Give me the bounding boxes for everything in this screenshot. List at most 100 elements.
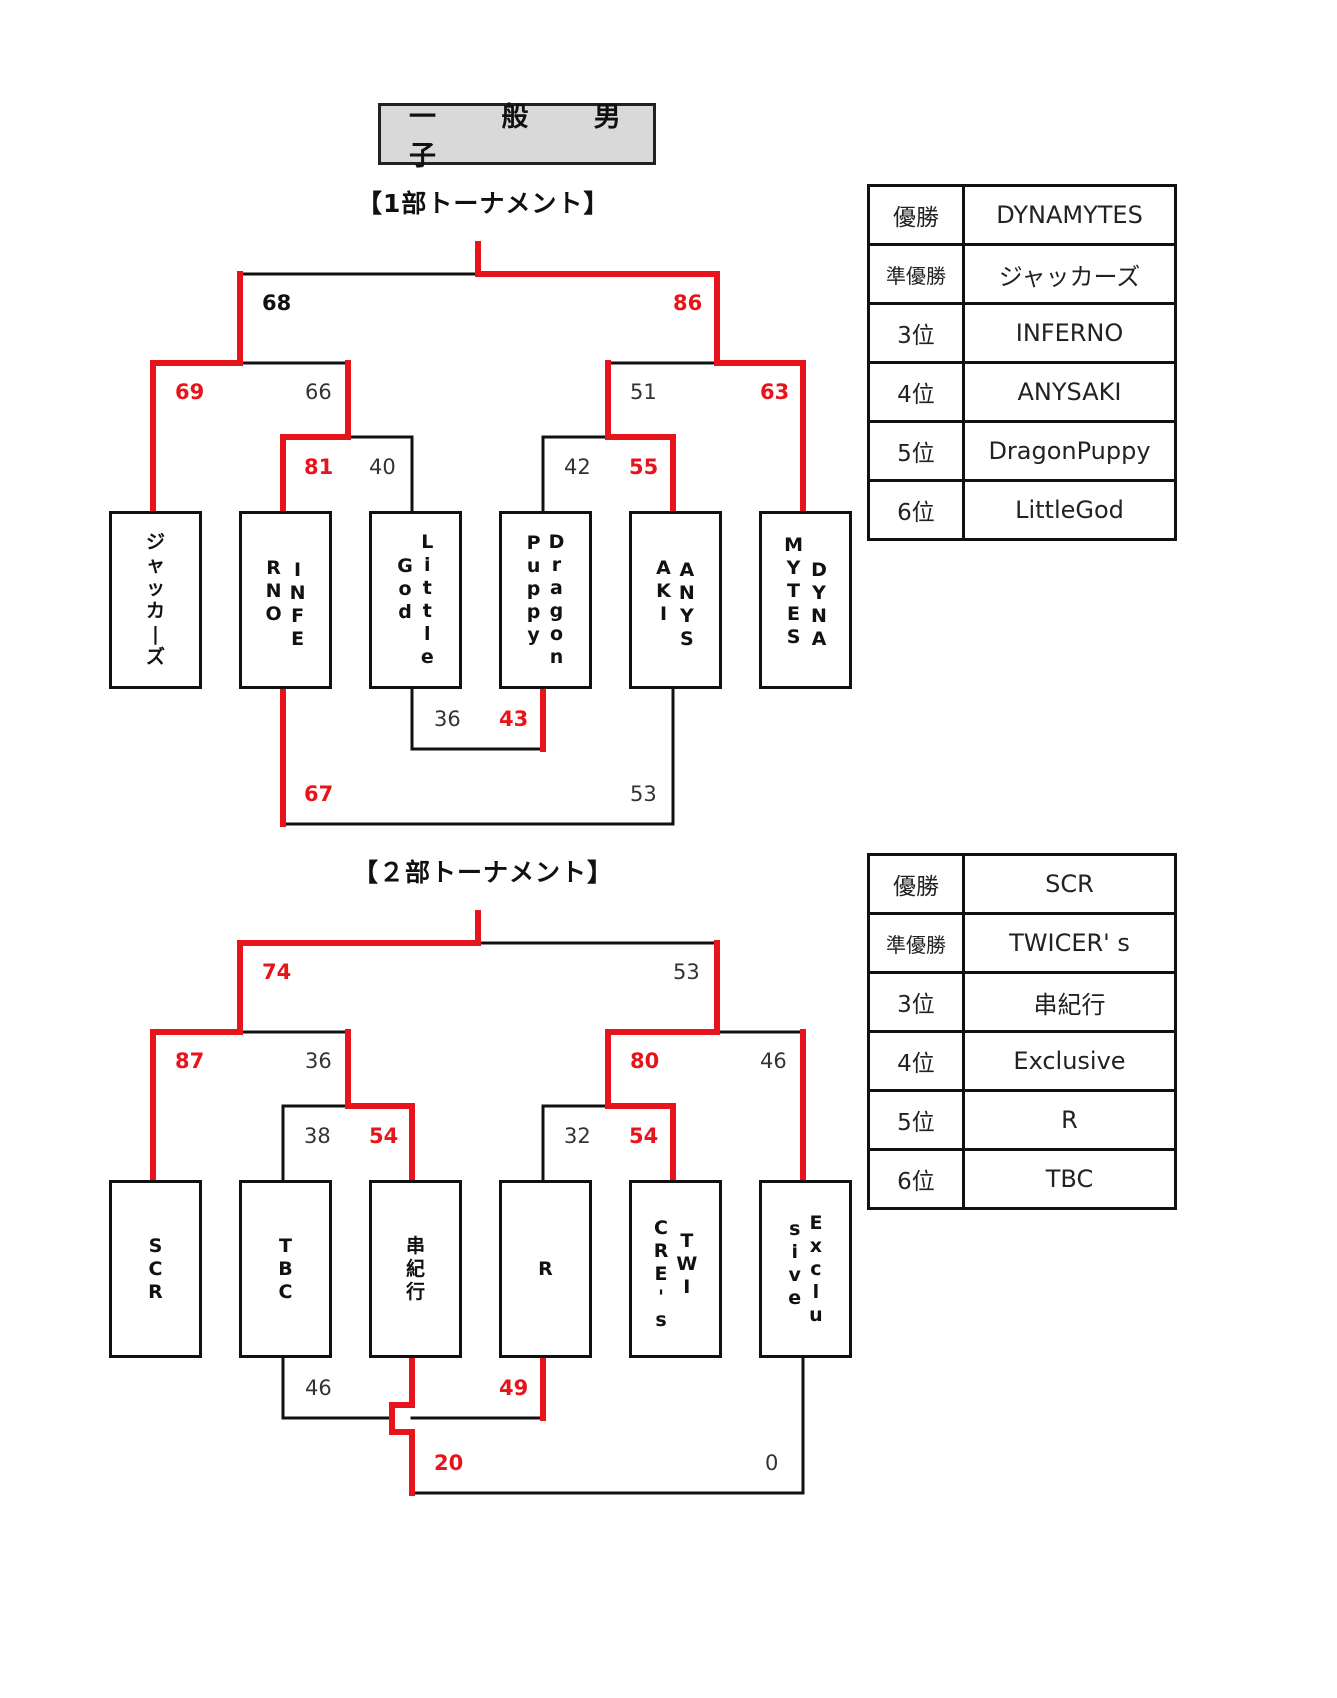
team-name-char: u [809, 1303, 823, 1326]
team-name-char: I [294, 559, 302, 581]
division1-bracket-lines [150, 241, 806, 827]
d1-3rd-score-left: 67 [304, 782, 334, 806]
d2-qf-right-score-left: 32 [564, 1124, 591, 1148]
team-name-char: G [397, 554, 413, 577]
d2-5th-score-left: 46 [305, 1376, 332, 1400]
team-name-char: g [549, 600, 564, 622]
d2-3rd-right-arm [410, 1343, 805, 1495]
team-name-char: R [266, 556, 281, 579]
d1-final-score-left: 68 [262, 291, 292, 315]
team-name-char: B [278, 1257, 293, 1280]
team-name-char: n [549, 646, 564, 668]
d1-qf-right-winner-line [605, 360, 676, 516]
team-name-char: C [654, 1216, 668, 1239]
d1-5th-score-right: 43 [499, 707, 529, 731]
d2-final-score-left: 74 [262, 960, 292, 984]
team-name-char: カ [145, 600, 165, 622]
rank-team: TBC [962, 1148, 1177, 1210]
team-name-char: D [548, 531, 565, 553]
d1-qf-left-right-arm [346, 435, 414, 515]
rank-team: Exclusive [962, 1030, 1177, 1092]
d1-team-box-jackers: ジャッカ|ズ [109, 511, 202, 689]
team-name-char: N [265, 579, 282, 602]
team-name-char: d [398, 600, 412, 623]
d1-5th-score-left: 36 [434, 707, 461, 731]
team-name-char: e [788, 1287, 802, 1309]
team-name-char: 行 [405, 1280, 425, 1303]
d2-qf-right-left-arm [541, 1104, 610, 1184]
team-name-char: N [678, 582, 695, 604]
team-name-char: 紀 [405, 1257, 425, 1280]
rank-label: 優勝 [867, 184, 965, 246]
team-name-char: R [538, 1257, 553, 1280]
rank-team: TWICER' s [962, 912, 1177, 974]
rank-label: 5位 [867, 420, 965, 482]
team-name-char: F [291, 605, 305, 627]
team-name-char: D [811, 559, 827, 581]
team-name-char: R [653, 1239, 669, 1262]
d2-sf-right-to-final-line [605, 940, 720, 1035]
team-name-char: T [680, 1229, 694, 1252]
d2-sf-right-score-right: 46 [760, 1049, 787, 1073]
team-name-char: C [148, 1257, 163, 1280]
d2-qf-right-score-right: 54 [629, 1124, 659, 1148]
team-name-char: A [656, 556, 671, 579]
d2-3rd-winner-line [389, 1342, 415, 1496]
d1-qf-right-left-arm [541, 435, 610, 515]
team-name-vertical: ジャッカ|ズ [146, 531, 165, 669]
team-name-char: e [420, 646, 434, 668]
team-name-char: | [152, 623, 159, 645]
team-name-char: i [424, 554, 431, 576]
d1-qf-right-score-left: 42 [564, 455, 591, 479]
d1-sf-left-winner-line [150, 271, 243, 516]
d2-3rd-score-right: 0 [765, 1451, 779, 1475]
rank-team: ANYSAKI [962, 361, 1177, 423]
d2-qf-right-winner-line [605, 1029, 676, 1185]
d1-final-score-right: 86 [673, 291, 703, 315]
rank-label: 5位 [867, 1089, 965, 1151]
rank-label: 3位 [867, 971, 965, 1033]
team-name-char: S [148, 1234, 163, 1257]
team-name-char: Y [679, 605, 694, 627]
team-name-char: v [788, 1264, 801, 1286]
team-name-char: s [655, 1308, 667, 1331]
rank-team: LittleGod [962, 479, 1177, 541]
d2-sf-right-score-left: 80 [630, 1049, 660, 1073]
d2-qf-left-score-left: 38 [304, 1124, 331, 1148]
team-name-char: u [526, 554, 541, 577]
division2-title: 【２部トーナメント】 [353, 858, 614, 887]
team-name-char: l [812, 1280, 820, 1303]
rank-label: 6位 [867, 1148, 965, 1210]
rank-team: DYNAMYTES [962, 184, 1177, 246]
team-name-char: A [811, 628, 827, 650]
d1-final-winner-line [475, 241, 720, 366]
d2-sf-left-score-left: 87 [175, 1049, 205, 1073]
team-name-char: Y [812, 582, 826, 604]
team-name-char: p [526, 577, 541, 600]
team-name-char: x [809, 1234, 823, 1257]
rank-label: 4位 [867, 361, 965, 423]
d1-3rd-right-arm [281, 674, 675, 826]
team-name-char: L [421, 531, 434, 553]
team-name-char: E [787, 602, 801, 625]
team-name-char: y [527, 623, 540, 646]
d2-3rd-score-left: 20 [434, 1451, 464, 1475]
